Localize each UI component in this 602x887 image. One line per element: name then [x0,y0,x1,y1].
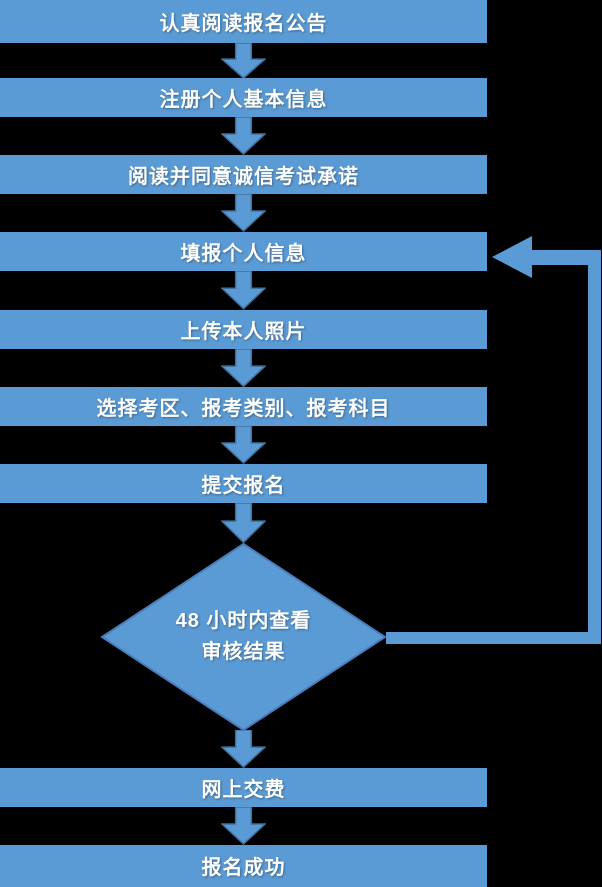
flow-step-upload-photo: 上传本人照片 [0,310,487,349]
feedback-connector-horizontal [386,631,601,644]
flow-decision-review-result: 48 小时内查看 审核结果 [100,542,387,732]
down-arrow-icon [221,806,266,845]
flow-step-label: 注册个人基本信息 [159,89,328,112]
flow-step-registration-success: 报名成功 [0,844,487,887]
left-arrow-icon [492,236,601,278]
feedback-connector-vertical [588,250,601,644]
flow-step-label: 选择考区、报考类别、报考科目 [96,398,391,421]
flow-step-fill-personal-info: 填报个人信息 [0,232,487,272]
down-arrow-icon [221,271,266,310]
flow-step-label: 上传本人照片 [180,321,307,343]
down-arrow-icon [221,729,266,768]
flow-step-register-basic-info: 注册个人基本信息 [0,78,487,118]
flow-step-label: 网上交费 [201,778,286,801]
flow-step-label: 阅读并同意诚信考试承诺 [128,166,359,189]
flow-step-label: 认真阅读报名公告 [159,12,328,35]
flow-step-label: 填报个人信息 [180,243,307,266]
flow-step-submit-registration: 提交报名 [0,464,487,504]
flow-step-label: 报名成功 [201,857,286,880]
flow-step-agree-integrity-pledge: 阅读并同意诚信考试承诺 [0,155,487,195]
decision-label-line2: 审核结果 [201,641,286,663]
down-arrow-icon [221,194,266,232]
down-arrow-icon [221,117,266,155]
down-arrow-icon [221,426,266,464]
decision-label-line1: 48 小时内查看 [175,610,312,632]
flow-step-online-payment: 网上交费 [0,767,487,807]
down-arrow-icon [221,349,266,387]
flow-step-read-announcement: 认真阅读报名公告 [0,0,487,43]
flow-step-select-exam-options: 选择考区、报考类别、报考科目 [0,387,487,427]
down-arrow-icon [221,503,266,544]
down-arrow-icon [221,42,266,79]
flow-step-label: 提交报名 [201,475,286,498]
